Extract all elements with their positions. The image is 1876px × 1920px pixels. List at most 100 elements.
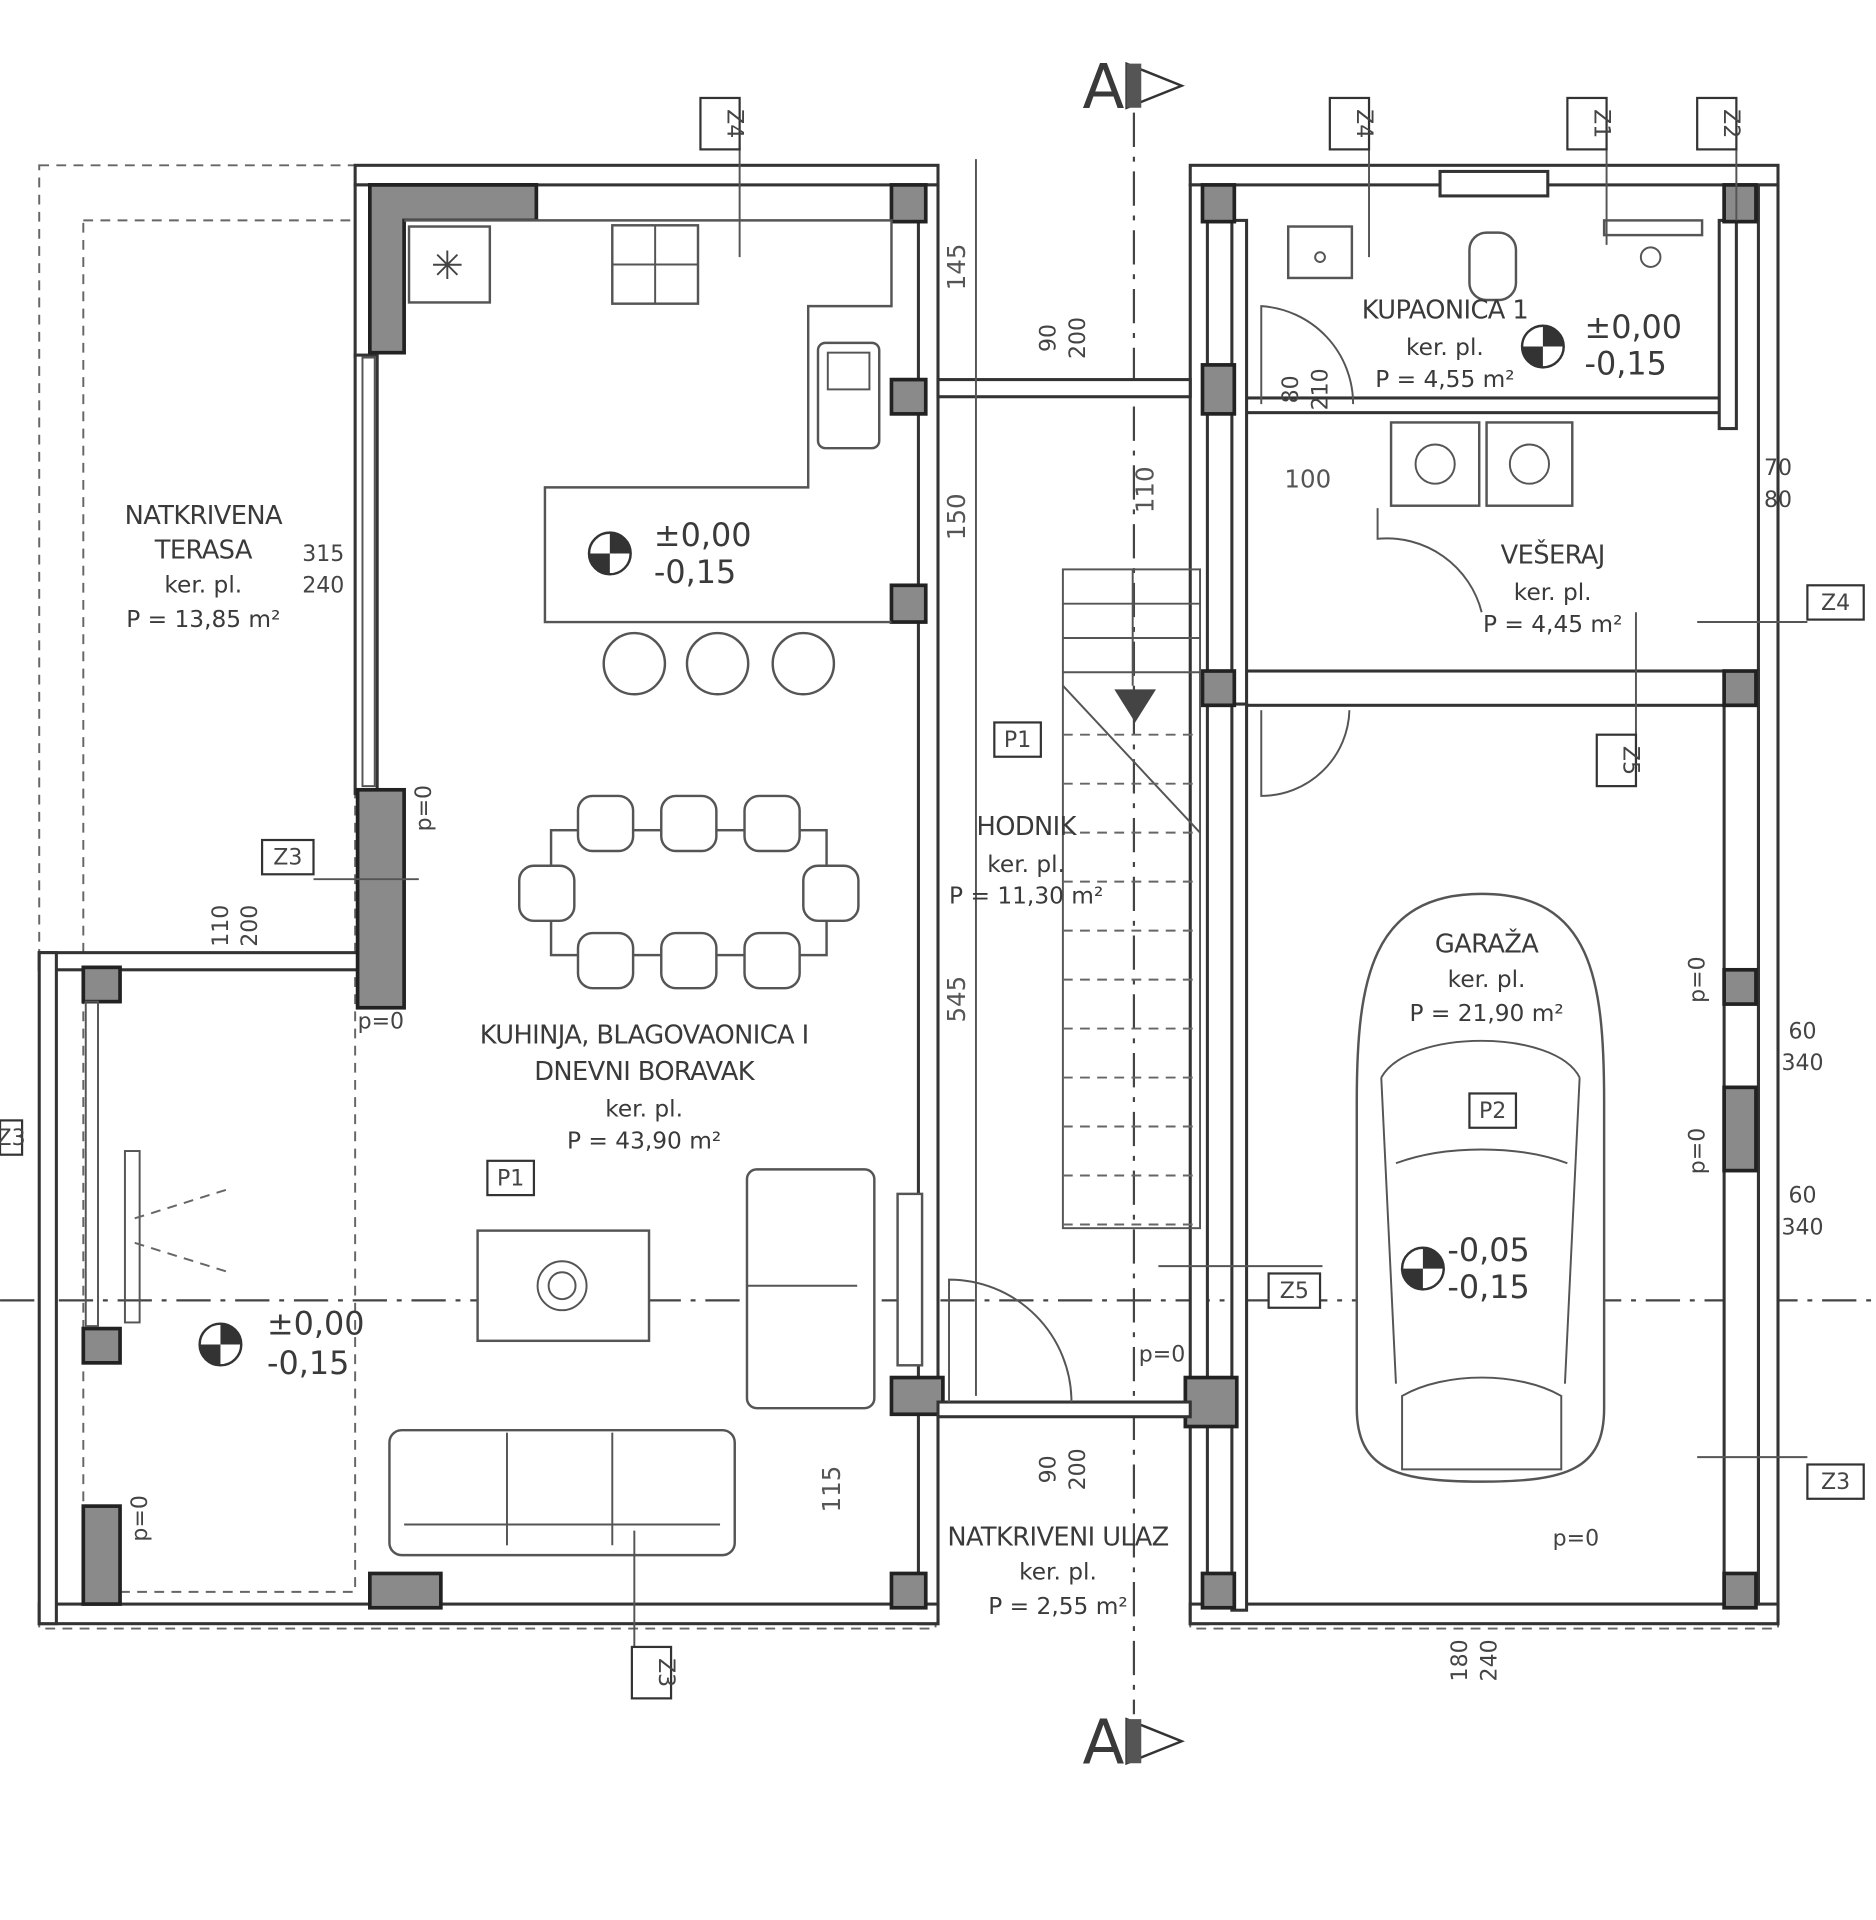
dim-240b: 240 — [1477, 1639, 1502, 1681]
sill-p0-5: p=0 — [1686, 956, 1711, 1002]
sill-p0-1: p=0 — [358, 1010, 404, 1035]
dim-90: 90 — [1037, 1455, 1062, 1483]
dim-240: 240 — [302, 574, 344, 599]
living-area: P = 43,90 m² — [567, 1128, 721, 1155]
kitchen-furniture: ✳ — [404, 219, 893, 696]
garage-area: P = 21,90 m² — [1409, 1000, 1563, 1027]
dim-200: 200 — [1066, 1448, 1091, 1490]
garage-level-top: -0,05 — [1447, 1231, 1529, 1269]
tag-z2: Z2 — [1718, 109, 1743, 138]
living-name-2: DNEVNI BORAVAK — [534, 1057, 756, 1087]
sill-p0-2: p=0 — [1139, 1343, 1185, 1368]
dim-100: 100 — [1284, 464, 1331, 493]
living-level-bottom: -0,15 — [267, 1344, 349, 1382]
dryer-icon — [1485, 421, 1574, 507]
tag-z3-garage: Z3 — [1821, 1470, 1850, 1495]
dim-145: 145 — [942, 244, 971, 291]
dim-340b: 340 — [1781, 1215, 1823, 1240]
tag-z4-kitchen: Z4 — [721, 109, 746, 138]
dim-180: 180 — [1448, 1639, 1473, 1681]
laundry-floor: ker. pl. — [1514, 579, 1592, 606]
dim-150: 150 — [942, 493, 971, 540]
dimensions: 145 150 545 115 110 100 315 240 70 80 60… — [128, 244, 1824, 1682]
terrace-name-1: NATKRIVENA — [125, 501, 283, 531]
bathroom-level-top: ±0,00 — [1585, 308, 1683, 346]
doors — [948, 305, 1483, 1403]
garage-floor: ker. pl. — [1448, 966, 1526, 993]
living-floor: ker. pl. — [605, 1096, 683, 1123]
dim-210: 210 — [1308, 368, 1333, 410]
dining-table — [518, 794, 860, 990]
dim-545: 545 — [942, 976, 971, 1023]
dim-200b: 200 — [1066, 317, 1091, 359]
dim-110b: 110 — [209, 905, 234, 947]
level-values: ±0,00 -0,15 ±0,00 -0,15 ±0,00 -0,15 -0,0… — [267, 308, 1682, 1382]
coffee-table — [476, 1229, 651, 1343]
stool-1 — [602, 631, 667, 696]
entrance-area: P = 2,55 m² — [988, 1593, 1127, 1620]
garage-level-bottom: -0,15 — [1447, 1268, 1529, 1306]
sill-p0-7: p=0 — [128, 1495, 153, 1541]
dim-80b: 80 — [1279, 375, 1304, 403]
dim-315: 315 — [302, 542, 344, 567]
stair-direction-arrow-icon — [1114, 689, 1156, 723]
section-arrow-bottom-fill — [1126, 1719, 1142, 1764]
kitchen-level-top: ±0,00 — [654, 516, 752, 554]
tag-z5-hall: Z5 — [1280, 1279, 1309, 1304]
shower-icon — [1602, 219, 1704, 237]
stool-2 — [685, 631, 750, 696]
sofa — [388, 1428, 736, 1557]
toilet-icon — [1468, 231, 1518, 302]
living-name-1: KUHINJA, BLAGOVAONICA I — [480, 1020, 809, 1050]
dim-340: 340 — [1781, 1051, 1823, 1076]
room-labels: NATKRIVENA TERASA ker. pl. P = 13,85 m² … — [125, 295, 1623, 1620]
stairs — [1061, 568, 1202, 1230]
dim-80: 80 — [1764, 488, 1792, 513]
hall-area: P = 11,30 m² — [949, 883, 1103, 910]
dim-200c: 200 — [238, 905, 263, 947]
terrace-floor: ker. pl. — [164, 572, 242, 599]
bathroom-name: KUPAONICA 1 — [1362, 295, 1528, 325]
bathroom-level-bottom: -0,15 — [1585, 345, 1667, 383]
terrace-name-2: TERASA — [154, 535, 253, 565]
tag-z4-laundry: Z4 — [1821, 591, 1850, 616]
hall-walls — [936, 159, 1192, 1419]
tag-z3-terrace: Z3 — [273, 845, 302, 870]
car-icon — [1355, 892, 1606, 1483]
armchair-sofa — [745, 1168, 876, 1410]
bathroom-fixtures — [1286, 219, 1704, 507]
entrance-name: NATKRIVENI ULAZ — [947, 1522, 1168, 1552]
right-block-walls — [1183, 163, 1780, 1626]
dim-70: 70 — [1764, 456, 1792, 481]
tag-z4-bath: Z4 — [1351, 109, 1376, 138]
dim-60b: 60 — [1788, 1183, 1816, 1208]
washer-icon — [1389, 421, 1481, 507]
tag-p1-hall: P1 — [1004, 728, 1031, 753]
section-arrow-top-fill — [1126, 63, 1142, 108]
tag-z1: Z1 — [1588, 109, 1613, 138]
tag-z3-left: Z3 — [0, 1126, 26, 1151]
tag-z3-bottom: Z3 — [653, 1658, 678, 1687]
living-level-top: ±0,00 — [267, 1305, 365, 1343]
bathroom-area: P = 4,55 m² — [1375, 366, 1514, 393]
sink-icon — [816, 341, 881, 450]
tag-z5-garage: Z5 — [1618, 746, 1643, 775]
radiator-icon — [896, 1192, 924, 1367]
garage-name: GARAŽA — [1435, 928, 1539, 960]
hall-floor: ker. pl. — [987, 851, 1065, 878]
section-label-bottom: A — [1082, 1707, 1124, 1778]
tag-p2-garage: P2 — [1479, 1099, 1506, 1124]
entrance-floor: ker. pl. — [1019, 1559, 1097, 1586]
sill-p0-6: p=0 — [1686, 1128, 1711, 1174]
kitchen-level-bottom: -0,15 — [654, 553, 736, 591]
laundry-area: P = 4,45 m² — [1483, 611, 1622, 638]
tag-labels: Z4 Z4 Z1 Z2 Z4 Z5 Z5 Z3 Z3 Z3 Z3 P1 — [0, 96, 1865, 1700]
dim-60: 60 — [1788, 1019, 1816, 1044]
fridge-icon: ✳ — [431, 244, 464, 289]
terrace-area: P = 13,85 m² — [126, 606, 280, 633]
hall-name: HODNIK — [976, 812, 1077, 842]
laundry-name: VEŠERAJ — [1501, 537, 1605, 570]
living-furniture — [134, 1168, 924, 1557]
